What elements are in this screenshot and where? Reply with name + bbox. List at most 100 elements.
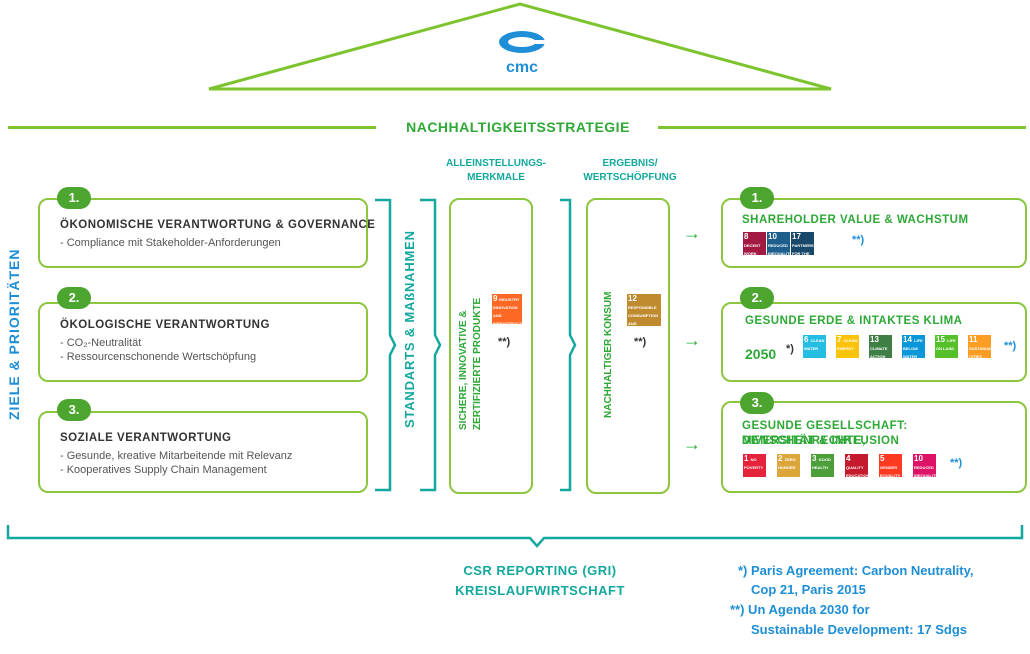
goal-title-3-l1: GESUNDE GESELLSCHAFT: MENSCHENRECHTE, — [742, 420, 908, 447]
goal-badge-3: 3. — [740, 392, 774, 414]
sdg-2-icon: 2 ZERO HUNGER — [777, 454, 800, 477]
col1-header-l2: MERKMALE — [467, 172, 525, 183]
priority-badge-3: 3. — [57, 399, 91, 421]
goal-3-footnote-mark: **) — [950, 457, 963, 469]
sdg-label: LIFE ON LAND — [936, 338, 956, 351]
standards-label: STANDARTS & MAßNAHMEN — [402, 230, 417, 428]
header-line-left — [8, 126, 376, 129]
arrow-right-icon: → — [683, 434, 701, 454]
sdg-11-icon: 11 SUSTAINABLE CITIES — [968, 335, 991, 358]
goal-2-footnote-mark: **) — [1004, 340, 1017, 352]
usp-text-l2: ZERTIFIZIERTE PRODUKTE — [472, 297, 483, 430]
footnote-2-l1: **) Un Agenda 2030 for — [730, 602, 870, 617]
arrow-right-icon: → — [683, 223, 701, 243]
logo-icon — [499, 31, 545, 53]
col2-header-l1: ERGEBNIS/ — [602, 158, 658, 169]
sdg-12-icon: 12 RESPONSIBLE CONSUMPTION AND PRODUCTIO… — [627, 294, 661, 326]
sdg-10-icon: 10 REDUCED INEQUALITIES — [767, 232, 790, 255]
sdg-15-icon: 15 LIFE ON LAND — [935, 335, 958, 358]
goal-title-3-l2: DIVERSITÄT & INKLUSION — [742, 435, 900, 447]
sdg-label: CLIMATE ACTION — [870, 346, 888, 358]
sdg-7-icon: 7 CLEAN ENERGY — [836, 335, 859, 358]
logo-text: cmc — [505, 59, 539, 76]
priority-badge-1: 1. — [57, 187, 91, 209]
sdg-10-icon: 10 REDUCED INEQUALITIES — [913, 454, 936, 477]
sdg-label: CLEAN ENERGY — [837, 338, 858, 351]
sdg-number: 10 — [914, 454, 923, 463]
arrow-right-icon: → — [683, 330, 701, 350]
goal-badge-2: 2. — [740, 287, 774, 309]
sdg-number: 15 — [936, 335, 948, 344]
sdg-number: 5 — [880, 454, 885, 463]
priority-title-3: SOZIALE VERANTWORTUNG — [60, 432, 232, 444]
sdg-9-text: INDUSTRY INNOVATION AND INFRASTRUCTURE — [493, 297, 522, 324]
sdg-label: REDUCED INEQUALITIES — [768, 243, 790, 255]
footnote-1-l2: Cop 21, Paris 2015 — [751, 582, 866, 597]
result-footnote-mark: **) — [634, 336, 647, 348]
col1-header-l1: ALLEINSTELLUNGS- — [446, 158, 546, 169]
priority-badge-2: 2. — [57, 287, 91, 309]
priority-title-1: ÖKONOMISCHE VERANTWORTUNG & GOVERNANCE — [60, 219, 376, 231]
sdg-label: LIFE BELOW WATER — [903, 338, 923, 358]
sdg-6-icon: 6 CLEAN WATER — [803, 335, 826, 358]
goal-1-footnote-mark: **) — [852, 234, 865, 246]
sdg-number: 2 — [778, 454, 785, 463]
sdg-17-icon: 17 PARTNERSHIPS FOR THE GOALS — [791, 232, 814, 255]
sdg-number: 14 — [903, 335, 915, 344]
priority-box-3 — [38, 411, 368, 493]
middle-brackets — [375, 198, 577, 492]
goal-badge-1: 1. — [740, 187, 774, 209]
goal-title-1: SHAREHOLDER VALUE & WACHSTUM — [742, 214, 969, 226]
priority-box-1 — [38, 198, 368, 268]
sdg-label: CLEAN WATER — [804, 338, 825, 351]
sdg-number: 8 — [744, 232, 749, 241]
sdg-label: GOOD HEALTH — [812, 457, 831, 470]
col2-header-l2: WERTSCHÖPFUNG — [583, 172, 677, 183]
bottom-line-2: KREISLAUFWIRTSCHAFT — [455, 583, 625, 598]
sdg-number: 3 — [812, 454, 819, 463]
bottom-line-1: CSR REPORTING (GRI) — [463, 563, 617, 578]
sdg-label: ZERO HUNGER — [778, 457, 796, 470]
sdg-12-text: RESPONSIBLE CONSUMPTION AND PRODUCTION — [628, 305, 658, 326]
sdg-4-icon: 4 QUALITY EDUCATION — [845, 454, 868, 477]
sdg-label: QUALITY EDUCATION — [846, 465, 868, 477]
priority-line-2-2: - Ressourcenschonende Wertschöpfung — [60, 351, 257, 363]
usp-text-l1: SICHERE, INNOVATIVE & — [458, 310, 469, 430]
footnote-1-l1: *) Paris Agreement: Carbon Neutrality, — [738, 563, 974, 578]
priority-line-2-1: - CO₂-Neutralität — [60, 337, 142, 349]
sdg-9-icon: 9 INDUSTRY INNOVATION AND INFRASTRUCTURE — [492, 294, 522, 324]
sdg-12-num: 12 — [628, 294, 637, 303]
result-text: NACHHALTIGER KONSUM — [603, 291, 614, 418]
sdg-number: 11 — [969, 335, 978, 344]
priority-line-3-1: - Gesunde, kreative Mitarbeitende mit Re… — [60, 450, 293, 462]
priority-line-3-2: - Kooperatives Supply Chain Management — [60, 464, 267, 476]
sdg-label: REDUCED INEQUALITIES — [914, 465, 936, 477]
sdg-label: SUSTAINABLE CITIES — [969, 346, 991, 358]
sdg-label: PARTNERSHIPS FOR THE GOALS — [792, 243, 814, 255]
goal-box-1 — [721, 198, 1027, 268]
sdg-label: NO POVERTY — [744, 457, 764, 470]
footnote-2-l2: Sustainable Development: 17 Sdgs — [751, 622, 968, 637]
bottom-bracket — [6, 525, 1024, 548]
usp-box — [449, 198, 533, 494]
agenda-2050-logo: 2050 — [745, 346, 777, 362]
sdg-9-num: 9 — [493, 294, 498, 303]
header-line-right — [658, 126, 1026, 129]
sdg-14-icon: 14 LIFE BELOW WATER — [902, 335, 925, 358]
sdg-1-icon: 1 NO POVERTY — [743, 454, 766, 477]
goal-2-footnote-mark-1: *) — [786, 343, 794, 355]
page-title: NACHHALTIGKEITSSTRATEGIE — [406, 119, 630, 135]
goal-box-3 — [721, 401, 1027, 493]
goal-title-2: GESUNDE ERDE & INTAKTES KLIMA — [745, 315, 963, 327]
logo: cmc — [497, 30, 547, 76]
sdg-8-icon: 8 DECENT WORK AND ECONOMIC GROWTH — [743, 232, 766, 255]
sdg-label: GENDER EQUALITY — [880, 465, 901, 477]
result-box — [586, 198, 670, 494]
sdg-number: 1 — [744, 454, 751, 463]
left-vertical-label: ZIELE & PRIORITÄTEN — [6, 248, 22, 420]
sdg-13-icon: 13 CLIMATE ACTION — [869, 335, 892, 358]
sdg-number: 17 — [792, 232, 801, 241]
usp-footnote-mark: **) — [498, 336, 511, 348]
sdg-number: 4 — [846, 454, 851, 463]
priority-title-2: ÖKOLOGISCHE VERANTWORTUNG — [60, 319, 270, 331]
